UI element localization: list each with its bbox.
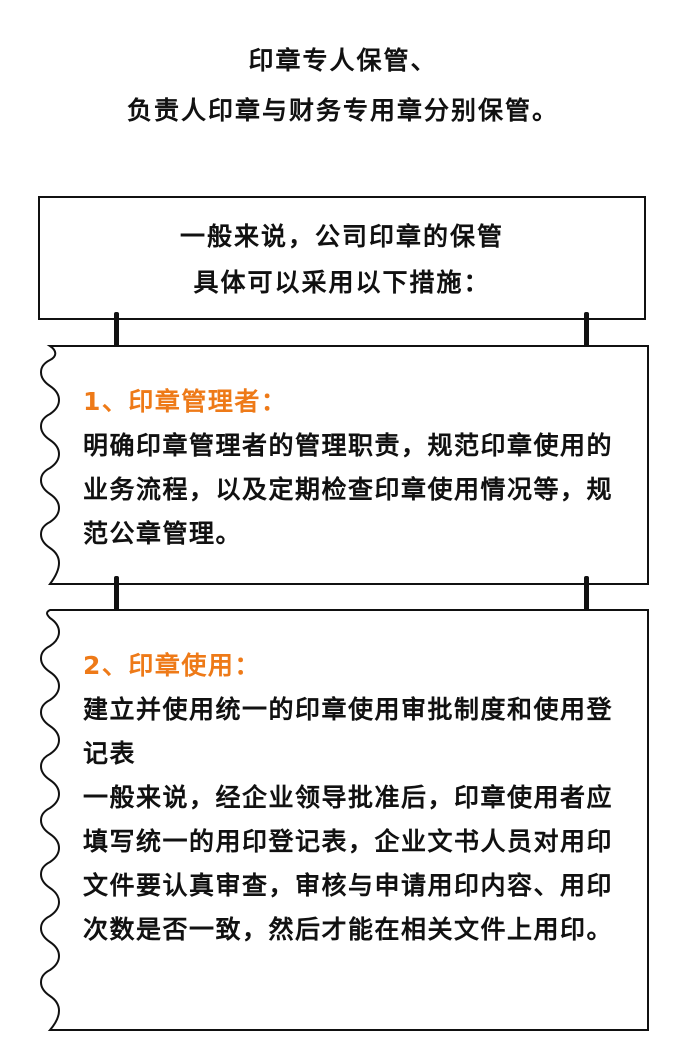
torn-edge-frame	[40, 345, 649, 585]
note-card-2: 2、印章使用： 建立并使用统一的印章使用审批制度和使用登记表 一般来说，经企业领…	[38, 608, 650, 1032]
section-title: 1、印章管理者：	[83, 387, 288, 416]
section-paragraph: 一般来说，经企业领导批准后，印章使用者应填写统一的用印登记表，企业文书人员对用印…	[83, 783, 614, 944]
section-title: 2、印章使用：	[83, 651, 261, 680]
intro-line-2: 具体可以采用以下措施：	[193, 268, 491, 297]
heading-line-1: 印章专人保管、	[248, 46, 438, 75]
note-card-1: 1、印章管理者： 明确印章管理者的管理职责，规范印章使用的业务流程，以及定期检查…	[38, 344, 650, 586]
section-paragraph: 明确印章管理者的管理职责，规范印章使用的业务流程，以及定期检查印章使用情况等，规…	[83, 431, 614, 548]
binder-pin	[114, 312, 119, 356]
binder-pin	[114, 576, 119, 620]
heading-line-2: 负责人印章与财务专用章分别保管。	[126, 96, 559, 125]
binder-pin	[584, 312, 589, 356]
binder-pin	[584, 576, 589, 620]
page-heading: 印章专人保管、 负责人印章与财务专用章分别保管。	[0, 36, 686, 136]
intro-box: 一般来说，公司印章的保管 具体可以采用以下措施：	[38, 196, 646, 320]
torn-edge-frame	[40, 609, 649, 1031]
intro-line-1: 一般来说，公司印章的保管	[179, 222, 504, 251]
section-paragraph: 建立并使用统一的印章使用审批制度和使用登记表	[83, 695, 614, 768]
